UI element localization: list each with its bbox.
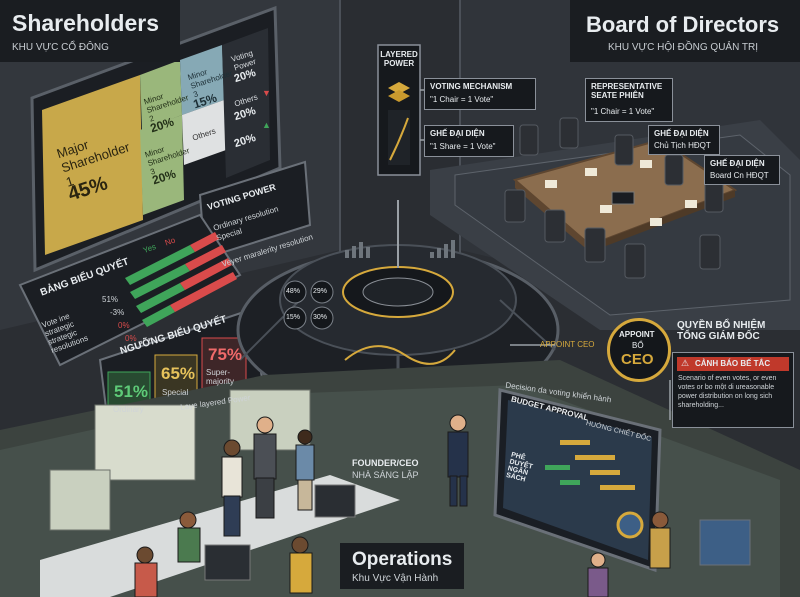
deadlock-detail: Scenario of even votes, or even votes or…: [678, 375, 777, 409]
people: [134, 414, 671, 597]
operations-subtitle: Khu Vực Vận Hành: [352, 573, 439, 584]
board-subtitle: KHU VỰC HỘI ĐỒNG QUẢN TRỊ: [608, 42, 759, 53]
voting-mechanism-detail: "1 Chair = 1 Vote": [430, 95, 494, 104]
ceo-badge-top: APPOINT: [619, 330, 655, 339]
seat-board-box: GHẾ ĐẠI DIỆN Board Cn HĐQT: [704, 155, 780, 185]
warning-banner: [677, 357, 789, 371]
seat-chair-title: GHẾ ĐẠI DIỆN: [654, 129, 709, 138]
seat-chair-box: GHẾ ĐẠI DIỆN Chủ Tịch HĐQT: [648, 125, 720, 155]
threshold-ordinary-value: 51%: [114, 382, 149, 401]
vote-row-3-pct: 0%: [118, 321, 130, 330]
trend-up-icon: ▲: [262, 120, 271, 130]
rep-seat-detail: "1 Chair = 1 Vote": [591, 107, 655, 116]
vote-bars: [125, 232, 237, 327]
voting-mechanism-box: VOTING MECHANISM "1 Chair = 1 Vote": [424, 78, 536, 110]
hub-stat-1: 48%: [286, 288, 301, 295]
operations-title: Operations: [352, 549, 453, 570]
hub-stat-4: 30%: [313, 314, 328, 321]
trend-down-icon: ▼: [262, 88, 271, 98]
threshold-special-value: 65%: [161, 364, 196, 383]
deadlock-warning: ⚠ CẢNH BÁO BẾ TẮC Scenario of even votes…: [672, 352, 794, 428]
shareholders-title: Shareholders: [12, 10, 159, 36]
shareholder-screen: [30, 5, 282, 273]
ceo-power-title: QUYỀN BỔ NHIỆM TỔNG GIÁM ĐỐC: [677, 320, 766, 342]
seat-share-box: GHẾ ĐẠI DIỆN "1 Share = 1 Vote": [424, 125, 514, 157]
board-header: Board of Directors KHU VỰC HỘI ĐỒNG QUẢN…: [570, 0, 800, 62]
seat-share-title: GHẾ ĐẠI DIỆN: [430, 129, 485, 138]
seat-chair-detail: Chủ Tịch HĐQT: [654, 141, 711, 150]
vote-row-4-pct: 0%: [125, 334, 137, 343]
ceo-badge-mid: BỔ: [632, 341, 644, 350]
board-title: Board of Directors: [586, 12, 780, 37]
ceo-badge-ceo: CEO: [621, 351, 654, 368]
threshold-ordinary-label: Ordinary: [113, 405, 144, 414]
founder-subtitle: NHÀ SÁNG LẬP: [352, 470, 419, 480]
hub-stat-3: 15%: [286, 314, 301, 321]
table-papers: [545, 160, 697, 226]
seat-board-detail: Board Cn HĐQT: [710, 171, 769, 180]
voting-mechanism-title: VOTING MECHANISM: [430, 82, 513, 91]
hub-stat-2: 29%: [313, 288, 328, 295]
seat-share-detail: "1 Share = 1 Vote": [430, 142, 496, 151]
layered-power-title: LAYERED POWER: [380, 50, 418, 68]
vote-row-1-pct: 51%: [102, 295, 119, 304]
rep-seat-box: REPRESENTATIVE SEATE PHIÊN "1 Chair = 1 …: [585, 78, 673, 122]
ceo-badge: APPOINT BỔ CEO: [607, 318, 671, 382]
warning-icon: ⚠: [681, 358, 690, 368]
shareholders-header: Shareholders KHU VỰC CỔ ĐÔNG: [0, 0, 180, 62]
deadlock-title: CẢNH BÁO BẾ TẮC: [695, 359, 771, 368]
founder-title: FOUNDER/CEO: [352, 458, 419, 468]
threshold-special-label: Special: [162, 388, 189, 397]
vote-row-2-pct: -3%: [110, 308, 125, 317]
seat-board-title: GHẾ ĐẠI DIỆN: [710, 159, 765, 168]
rep-seat-title: REPRESENTATIVE SEATE PHIÊN: [591, 82, 663, 100]
threshold-super-label: Super-majority: [206, 368, 235, 386]
threshold-super-value: 75%: [208, 345, 243, 364]
board-chairs: [504, 117, 724, 279]
shareholders-subtitle: KHU VỰC CỔ ĐÔNG: [12, 42, 109, 53]
operations-header: Operations Khu Vực Vận Hành: [340, 543, 464, 589]
appoint-ceo-label: APPOINT CEO: [540, 340, 595, 349]
